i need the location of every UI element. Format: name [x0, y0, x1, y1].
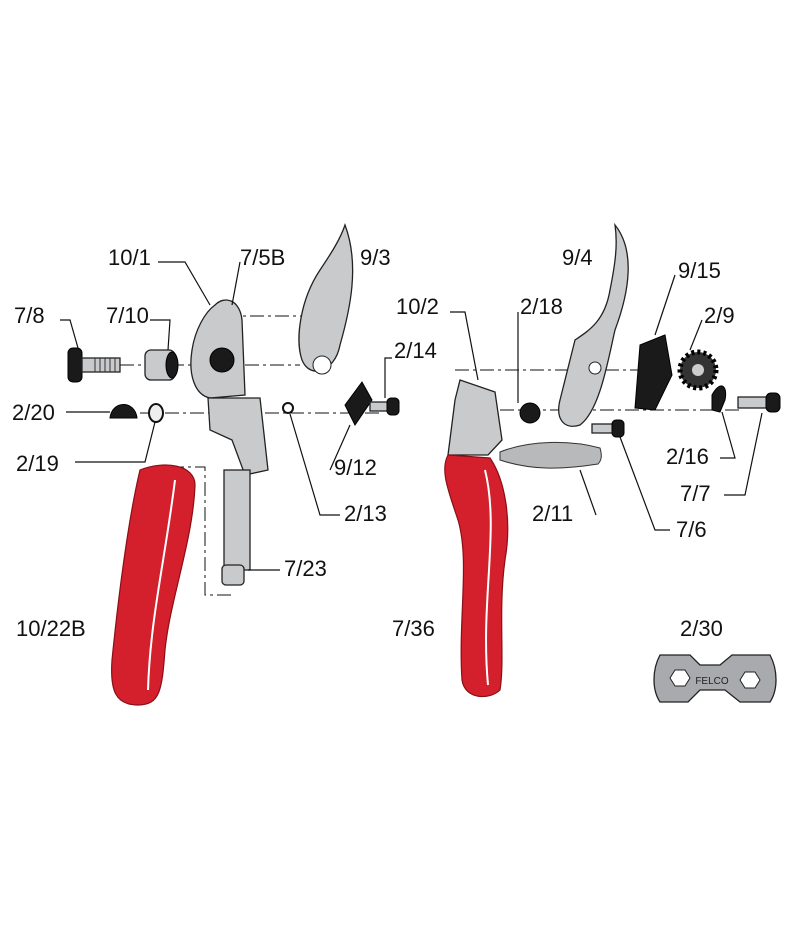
label-7-10: 7/10 [106, 303, 149, 328]
pivot-hole [209, 347, 235, 373]
label-7-7: 7/7 [680, 481, 711, 506]
part-9-15-plate [634, 334, 673, 411]
part-9-12-plate [344, 381, 373, 426]
label-7-5B: 7/5B [240, 245, 285, 270]
label-7-8: 7/8 [14, 303, 45, 328]
part-2-20-cap [109, 404, 138, 419]
wrench-brand-logo: FELCO [695, 676, 729, 687]
label-9-4: 9/4 [562, 245, 593, 270]
label-2-9: 2/9 [704, 303, 735, 328]
label-9-12: 9/12 [334, 455, 377, 480]
part-10-22B-handle [111, 464, 196, 706]
gear-hub [692, 364, 704, 376]
label-2-19: 2/19 [16, 451, 59, 476]
label-2-14: 2/14 [394, 338, 437, 363]
label-2-30: 2/30 [680, 616, 723, 641]
part-7-6-screw [591, 419, 625, 438]
part-7-23-end [221, 564, 245, 586]
label-9-3: 9/3 [360, 245, 391, 270]
part-2-30-wrench: FELCO [653, 654, 777, 703]
part-7-8-bolt [67, 347, 121, 383]
part-2-19-ring [148, 403, 164, 423]
label-7-23: 7/23 [284, 556, 327, 581]
label-10-22B: 10/22B [16, 616, 86, 641]
axis-line [170, 466, 232, 596]
part-2-16-clip [711, 385, 727, 413]
label-2-18: 2/18 [520, 294, 563, 319]
label-10-1: 10/1 [108, 245, 151, 270]
part-labels: 10/1 7/5B 9/3 7/8 7/10 2/14 2/20 2/19 9/… [12, 245, 735, 641]
label-7-36: 7/36 [392, 616, 435, 641]
hex-hole [739, 671, 761, 689]
part-2-14-screw [369, 397, 400, 416]
label-9-15: 9/15 [678, 258, 721, 283]
part-9-4-blade [558, 222, 629, 427]
part-7-10-bushing [144, 349, 179, 381]
hex-hole [669, 669, 691, 687]
part-7-36-handle [444, 454, 509, 698]
part-7-23-shaft [223, 469, 251, 571]
leader-lines [60, 261, 763, 571]
label-7-6: 7/6 [676, 517, 707, 542]
part-2-18-nut [519, 402, 541, 424]
part-10-1-lower-body [207, 397, 269, 476]
handle-highlight [147, 479, 176, 691]
label-2-11: 2/11 [532, 501, 573, 526]
part-9-3-blade [298, 223, 354, 372]
part-2-11-spring [499, 441, 602, 469]
label-2-13: 2/13 [344, 501, 387, 526]
blade-pivot-hole [312, 355, 332, 375]
blade-pivot-hole [588, 361, 602, 375]
handle-highlight [484, 469, 492, 686]
part-2-13-washer [282, 402, 294, 414]
label-10-2: 10/2 [396, 294, 439, 319]
part-10-2-body [447, 379, 503, 456]
part-7-7-bolt [737, 392, 781, 413]
label-2-16: 2/16 [666, 444, 709, 469]
label-2-20: 2/20 [12, 400, 55, 425]
